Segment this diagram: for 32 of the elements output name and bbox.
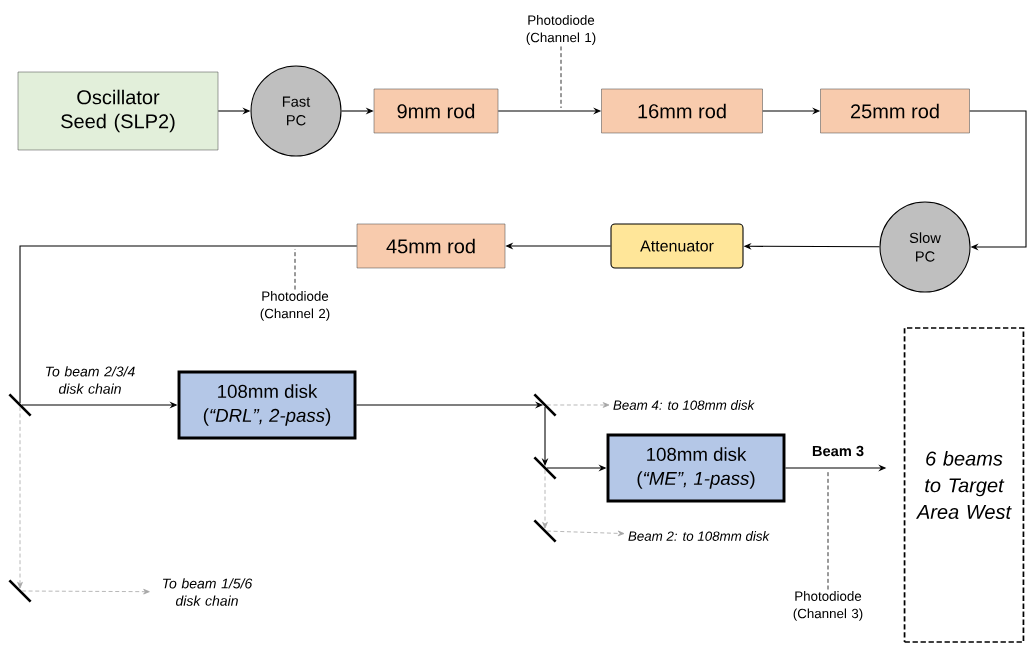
arrow (969, 110, 1027, 251)
photodiode-label: Photodiode (Channel 3) (793, 591, 863, 621)
arrow (546, 402, 610, 408)
arrow (21, 588, 150, 595)
mirror (8, 393, 32, 417)
photodiode-label: Photodiode (Channel 2) (260, 291, 330, 321)
arrow (546, 530, 625, 537)
edge-label: Beam 3 (812, 445, 864, 457)
target-area-box: 6 beams to Target Area West (903, 327, 1025, 643)
amplifier-rod-box: 9mm rod (373, 88, 499, 134)
leader-line (294, 248, 296, 290)
leader-line (827, 469, 829, 590)
disk-amplifier-box: 108mm disk (“ME”, 1-pass) (606, 433, 786, 503)
leader-line (560, 46, 562, 109)
attenuator-box: Attenuator (610, 223, 744, 269)
mirror (533, 393, 557, 417)
beam-note: To beam 1/5/6 disk chain (163, 578, 253, 606)
amplifier-rod-box: 16mm rod (601, 88, 763, 134)
arrow (17, 406, 23, 589)
arrow (542, 469, 548, 529)
photodiode-label: Photodiode (Channel 1) (526, 15, 596, 45)
edge-label: To beam 2/3/4 disk chain (46, 366, 135, 394)
beam-note: Beam 4: to 108mm disk (613, 400, 755, 410)
disk-amplifier-box: 108mm disk (“DRL”, 2-pass) (177, 370, 357, 440)
mirror (533, 456, 557, 480)
amplifier-rod-box: 45mm rod (356, 223, 506, 269)
mirror (533, 519, 557, 543)
oscillator-box: Oscillator Seed (SLP2) (17, 71, 219, 151)
mirror (8, 579, 32, 603)
beam-note: Beam 2: to 108mm disk (628, 531, 770, 541)
amplifier-rod-box: 25mm rod (820, 88, 970, 134)
beam-line (19, 245, 358, 404)
